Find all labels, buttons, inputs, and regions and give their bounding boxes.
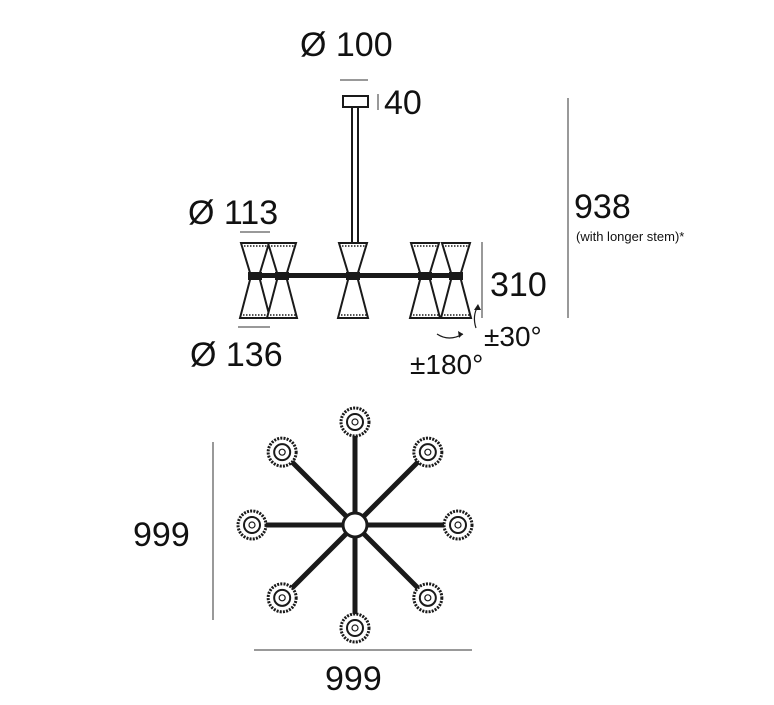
lamp-heads-elevation bbox=[238, 242, 473, 319]
plan-arm bbox=[280, 450, 357, 527]
lamp-head bbox=[439, 242, 473, 319]
plan-arm bbox=[280, 523, 357, 600]
lamp-shade bbox=[238, 242, 272, 319]
total-height-label: 938 bbox=[574, 188, 631, 226]
lamp-head bbox=[408, 242, 442, 319]
shade-joint bbox=[449, 272, 463, 280]
plan-shade-center bbox=[351, 624, 359, 632]
plan-shade-center bbox=[454, 521, 462, 529]
lamp-head bbox=[238, 242, 272, 319]
plan-lamp-head bbox=[339, 612, 371, 644]
plan-arm bbox=[353, 523, 430, 600]
canopy bbox=[342, 95, 369, 108]
plan-shade-center bbox=[424, 594, 432, 602]
plan-lamp-head bbox=[412, 436, 444, 468]
plan-arm bbox=[353, 450, 430, 527]
plan-view: 999 999 bbox=[133, 406, 474, 698]
lamp-shade bbox=[439, 242, 473, 319]
shade-joint bbox=[418, 272, 432, 280]
shade-joint bbox=[346, 272, 360, 280]
plan-lamp-head bbox=[339, 406, 371, 438]
plan-lamp-head bbox=[236, 509, 268, 541]
tilt-arrowhead-icon bbox=[474, 304, 481, 310]
elevation-view: Ø 100 40 938 (with longer stem)* Ø 113 Ø… bbox=[188, 26, 684, 380]
rotation-arrowhead-icon bbox=[458, 331, 463, 338]
total-height-note: (with longer stem)* bbox=[576, 229, 684, 244]
plan-depth-label: 999 bbox=[133, 516, 190, 554]
plan-shade-center bbox=[278, 594, 286, 602]
shade-height-label: 310 bbox=[490, 266, 547, 304]
plan-shade-center bbox=[248, 521, 256, 529]
shade-joint bbox=[275, 272, 289, 280]
canopy-diameter-label: Ø 100 bbox=[300, 26, 393, 64]
shade-bottom-diameter-label: Ø 136 bbox=[190, 336, 283, 374]
stem bbox=[351, 106, 359, 246]
lamp-shade bbox=[265, 242, 299, 319]
rotation-label: ±180° bbox=[410, 349, 483, 380]
plan-hub bbox=[341, 511, 369, 539]
plan-lamp-head bbox=[266, 582, 298, 614]
canopy-height-label: 40 bbox=[384, 84, 422, 122]
lamp-shade bbox=[336, 242, 370, 319]
lamp-plan bbox=[236, 406, 474, 644]
plan-lamp-head bbox=[442, 509, 474, 541]
plan-shade-center bbox=[424, 448, 432, 456]
lamp-head bbox=[336, 242, 370, 319]
lamp-head bbox=[265, 242, 299, 319]
plan-width-label: 999 bbox=[325, 660, 382, 698]
plan-shade-center bbox=[351, 418, 359, 426]
shade-joint bbox=[248, 272, 262, 280]
plan-lamp-head bbox=[266, 436, 298, 468]
plan-shade-center bbox=[278, 448, 286, 456]
plan-lamp-head bbox=[412, 582, 444, 614]
lamp-shade bbox=[408, 242, 442, 319]
tilt-label: ±30° bbox=[484, 321, 542, 352]
shade-top-diameter-label: Ø 113 bbox=[188, 194, 278, 232]
